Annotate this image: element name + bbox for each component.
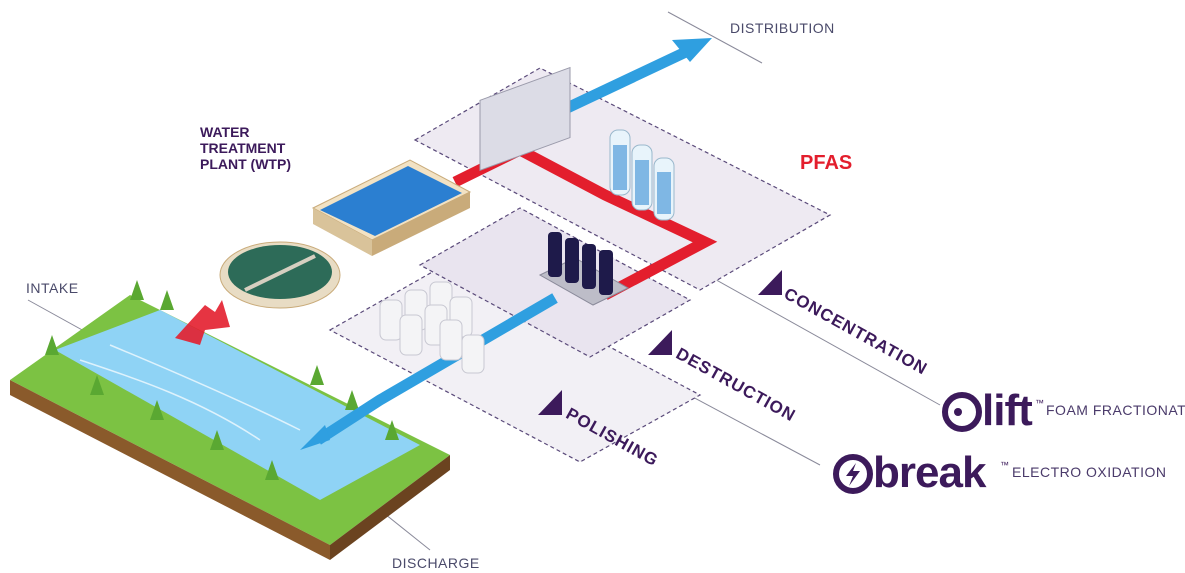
polishing-tanks: [379, 281, 485, 374]
lift-brand-name: lift: [982, 386, 1033, 435]
soil-side: [330, 455, 450, 560]
lift-logo-icon: [942, 392, 982, 432]
destruction-arrow-icon: [648, 330, 672, 355]
concentration-arrow-icon: [758, 270, 782, 295]
stage-arrows: [538, 270, 782, 415]
break-caption: ELECTRO OXIDATION: [1012, 464, 1167, 480]
foam-fractionation-units: [479, 66, 675, 221]
intake-arrow: [175, 300, 230, 345]
discharge-arrow: [300, 425, 330, 450]
river-landscape: [10, 280, 450, 560]
brand-icons: [833, 392, 982, 494]
soil-front: [10, 380, 330, 560]
break-trademark: ™: [1000, 460, 1009, 470]
lift-trademark: ™: [1035, 398, 1044, 408]
intake-label: INTAKE: [26, 280, 79, 296]
wtp-label: WATER TREATMENT PLANT (WTP): [200, 124, 291, 172]
electro-oxidation-units: [538, 232, 630, 306]
polishing-arrow-icon: [538, 390, 562, 415]
trees: [45, 280, 399, 480]
break-logo-icon: [833, 454, 873, 494]
discharge-pipe: [315, 293, 558, 445]
lift-caption: FOAM FRACTIONATION: [1046, 402, 1185, 418]
distribution-label: DISTRIBUTION: [730, 20, 835, 36]
discharge-label: DISCHARGE: [392, 555, 480, 571]
pfas-label: PFAS: [800, 152, 853, 174]
wtp-basins: [219, 159, 472, 309]
distribution-arrow: [672, 38, 712, 62]
river: [55, 310, 420, 500]
break-brand-name: break: [873, 448, 986, 497]
